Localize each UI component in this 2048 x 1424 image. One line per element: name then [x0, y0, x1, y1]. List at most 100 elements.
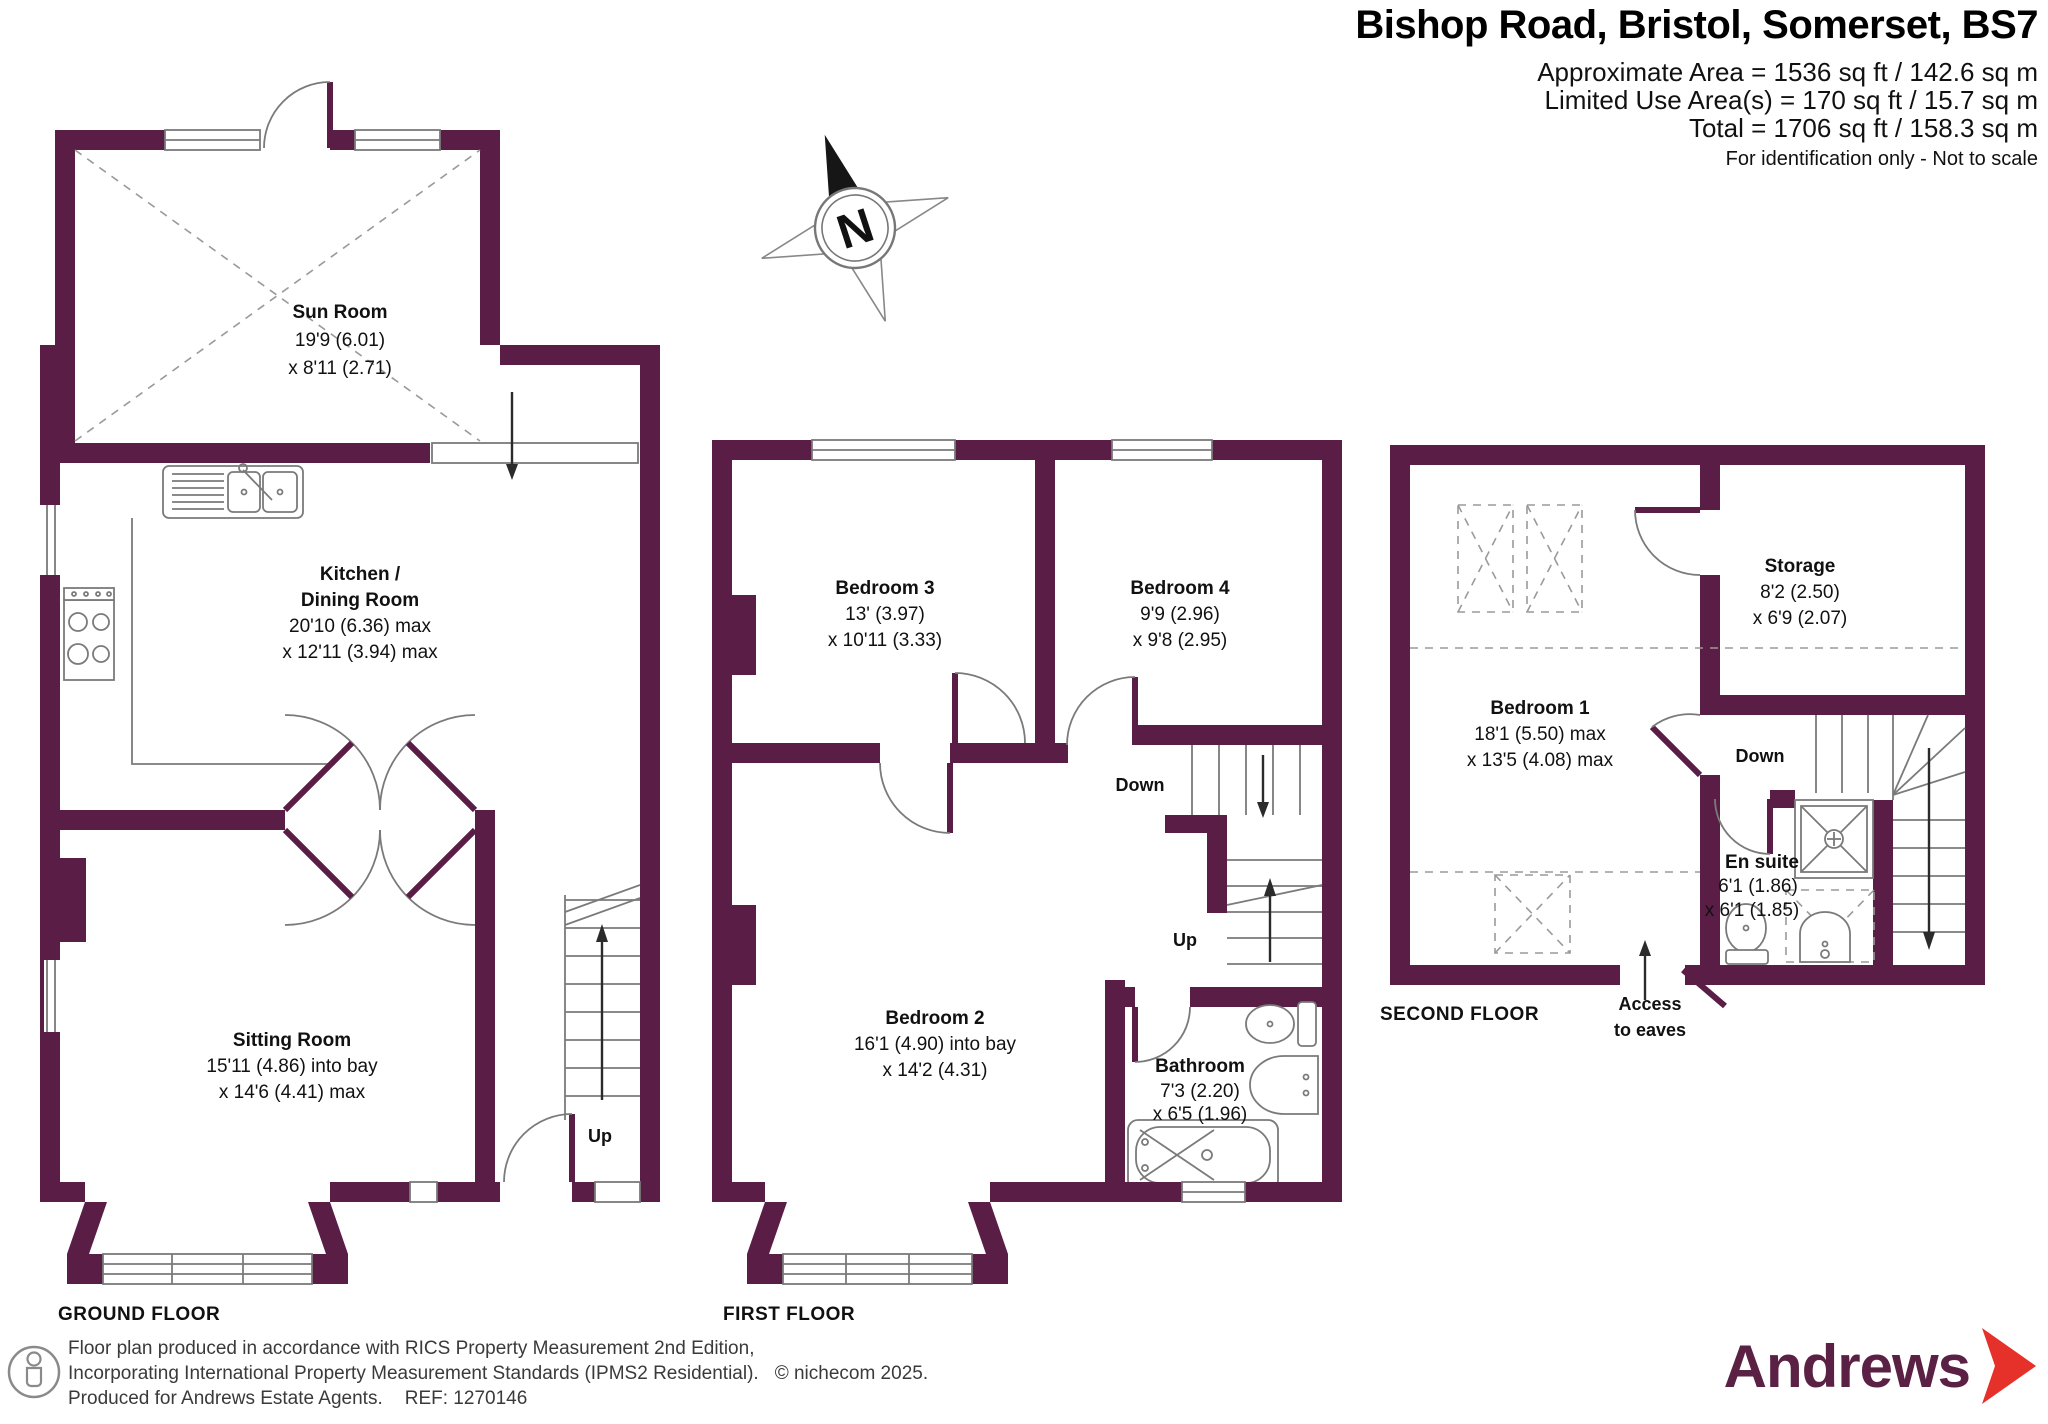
svg-text:x 10'11 (3.33): x 10'11 (3.33) [828, 630, 942, 651]
window [594, 1181, 641, 1203]
limited-use-area: Limited Use Area(s) = 170 sq ft / 15.7 s… [1544, 85, 2038, 115]
total-area: Total = 1706 sq ft / 158.3 sq m [1688, 113, 2038, 143]
copyright: © nichecom 2025. [774, 1363, 929, 1384]
room-label-storage: Storage 8'2 (2.50) x 6'9 (2.07) [1753, 556, 1847, 629]
double-door [282, 714, 478, 926]
stove-icon [63, 587, 115, 681]
ground-floor-plan: Sun Room 19'9 (6.01) x 8'11 (2.71) Kitch… [40, 81, 660, 1325]
access-label-line1: Access [1618, 994, 1681, 1014]
kitchen-sink-icon [162, 463, 304, 519]
room-label-ensuite: En suite 6'1 (1.86) x 6'1 (1.85) [1705, 852, 1799, 921]
door-arc [879, 762, 951, 834]
disclaimer-text: For identification only - Not to scale [1725, 148, 2038, 170]
door-arc [1066, 676, 1136, 746]
basin-icon [1785, 889, 1875, 963]
svg-text:8'2 (2.50): 8'2 (2.50) [1760, 582, 1840, 603]
svg-text:16'1 (4.90) into bay: 16'1 (4.90) into bay [854, 1034, 1017, 1055]
footer-line1: Floor plan produced in accordance with R… [68, 1338, 755, 1359]
svg-text:Sitting Room: Sitting Room [233, 1030, 351, 1051]
open-passage [431, 442, 639, 464]
wardrobe-dashed [1457, 504, 1583, 954]
first-floor-label: FIRST FLOOR [723, 1304, 855, 1325]
svg-text:x 14'2 (4.31): x 14'2 (4.31) [882, 1060, 987, 1081]
basin-icon [1249, 1055, 1319, 1115]
access-label-line2: to eaves [1614, 1020, 1686, 1040]
svg-text:15'11 (4.86) into bay: 15'11 (4.86) into bay [206, 1056, 378, 1077]
svg-text:Sun Room: Sun Room [293, 302, 388, 323]
page-title: Bishop Road, Bristol, Somerset, BS7 [1355, 3, 2038, 47]
door-arc [954, 672, 1026, 744]
header: Bishop Road, Bristol, Somerset, BS7 Appr… [1355, 2, 2038, 171]
svg-text:20'10 (6.36) max: 20'10 (6.36) max [289, 616, 431, 637]
svg-text:Dining Room: Dining Room [301, 590, 419, 611]
room-label-bedroom4: Bedroom 4 9'9 (2.96) x 9'8 (2.95) [1130, 578, 1230, 651]
second-floor-plan: Bedroom 1 18'1 (5.50) max x 13'5 (4.08) … [1380, 445, 1985, 1040]
svg-text:Bedroom 4: Bedroom 4 [1130, 578, 1230, 599]
toilet-icon [1725, 903, 1769, 965]
stairs-down-label: Down [1116, 775, 1165, 795]
svg-text:18'1 (5.50) max: 18'1 (5.50) max [1474, 724, 1606, 745]
svg-text:x 6'5 (1.96): x 6'5 (1.96) [1153, 1104, 1247, 1125]
window [409, 1181, 438, 1203]
toilet-icon [1245, 1001, 1317, 1047]
svg-text:Bedroom 3: Bedroom 3 [835, 578, 934, 599]
svg-text:x 14'6 (4.41) max: x 14'6 (4.41) max [219, 1082, 366, 1103]
svg-text:x 8'11 (2.71): x 8'11 (2.71) [288, 358, 392, 379]
stairs-up-label: Up [588, 1126, 612, 1146]
bay-window [747, 1202, 1008, 1285]
svg-text:9'9 (2.96): 9'9 (2.96) [1140, 604, 1220, 625]
reference-number: REF: 1270146 [404, 1388, 528, 1409]
shower-icon [1794, 799, 1874, 879]
svg-text:x 12'11 (3.94) max: x 12'11 (3.94) max [282, 642, 438, 663]
svg-text:Kitchen /: Kitchen / [320, 564, 401, 585]
svg-text:7'3 (2.20): 7'3 (2.20) [1160, 1081, 1240, 1102]
eaves-access [1639, 940, 1727, 1009]
area-summary: Approximate Area = 1536 sq ft / 142.6 sq… [1355, 58, 2038, 142]
stairs-first [1191, 745, 1323, 965]
andrews-logo: Andrews [1724, 1326, 2038, 1406]
room-label-bedroom3: Bedroom 3 13' (3.97) x 10'11 (3.33) [828, 578, 942, 651]
second-floor-label: SECOND FLOOR [1380, 1004, 1539, 1025]
svg-text:Bathroom: Bathroom [1155, 1056, 1245, 1077]
stairs-ground [564, 884, 641, 1120]
door-arc [1651, 713, 1701, 728]
door-arc [1634, 509, 1701, 576]
approximate-area: Approximate Area = 1536 sq ft / 142.6 sq… [1537, 57, 2038, 87]
svg-text:En suite: En suite [1725, 852, 1799, 873]
svg-text:Storage: Storage [1765, 556, 1836, 577]
stairs-second [1815, 714, 1966, 950]
door-arc [263, 81, 331, 149]
door-arc [1134, 1006, 1191, 1063]
footer: Floor plan produced in accordance with R… [68, 1336, 928, 1411]
kitchen-counter [131, 518, 335, 765]
room-label-sitting-room: Sitting Room 15'11 (4.86) into bay x 14'… [206, 1030, 378, 1103]
svg-text:x 13'5 (4.08) max: x 13'5 (4.08) max [1467, 750, 1614, 771]
room-label-sun-room: Sun Room 19'9 (6.01) x 8'11 (2.71) [288, 302, 392, 379]
ground-floor-label: GROUND FLOOR [58, 1304, 220, 1325]
svg-text:Bedroom 2: Bedroom 2 [885, 1008, 984, 1029]
svg-text:19'9 (6.01): 19'9 (6.01) [295, 330, 385, 351]
compass-rose-icon: N [761, 134, 949, 322]
stairs-down-label: Down [1736, 746, 1785, 766]
svg-text:13' (3.97): 13' (3.97) [845, 604, 925, 625]
stairs-up-label: Up [1173, 930, 1197, 950]
bath-icon [1127, 1119, 1279, 1191]
logo-brand-text: Andrews [1723, 1332, 1971, 1400]
svg-text:Bedroom 1: Bedroom 1 [1490, 698, 1590, 719]
door-leaf [1649, 724, 1703, 778]
front-door-arc [503, 1113, 573, 1183]
first-floor-plan: Bedroom 3 13' (3.97) x 10'11 (3.33) Bedr… [712, 439, 1342, 1325]
svg-text:x 9'8 (2.95): x 9'8 (2.95) [1133, 630, 1227, 651]
svg-text:x 6'1 (1.85): x 6'1 (1.85) [1705, 900, 1799, 921]
room-label-bathroom: Bathroom 7'3 (2.20) x 6'5 (1.96) [1153, 1056, 1247, 1125]
door-arc [1714, 798, 1771, 855]
bay-window [67, 1202, 348, 1285]
footer-line3: Produced for Andrews Estate Agents.REF: … [68, 1388, 528, 1409]
room-label-bedroom2: Bedroom 2 16'1 (4.90) into bay x 14'2 (4… [854, 1008, 1017, 1081]
svg-text:6'1 (1.86): 6'1 (1.86) [1718, 876, 1798, 897]
room-label-kitchen: Kitchen / Dining Room 20'10 (6.36) max x… [282, 564, 438, 663]
person-icon [7, 1345, 61, 1399]
footer-line2: Incorporating International Property Mea… [68, 1363, 929, 1384]
